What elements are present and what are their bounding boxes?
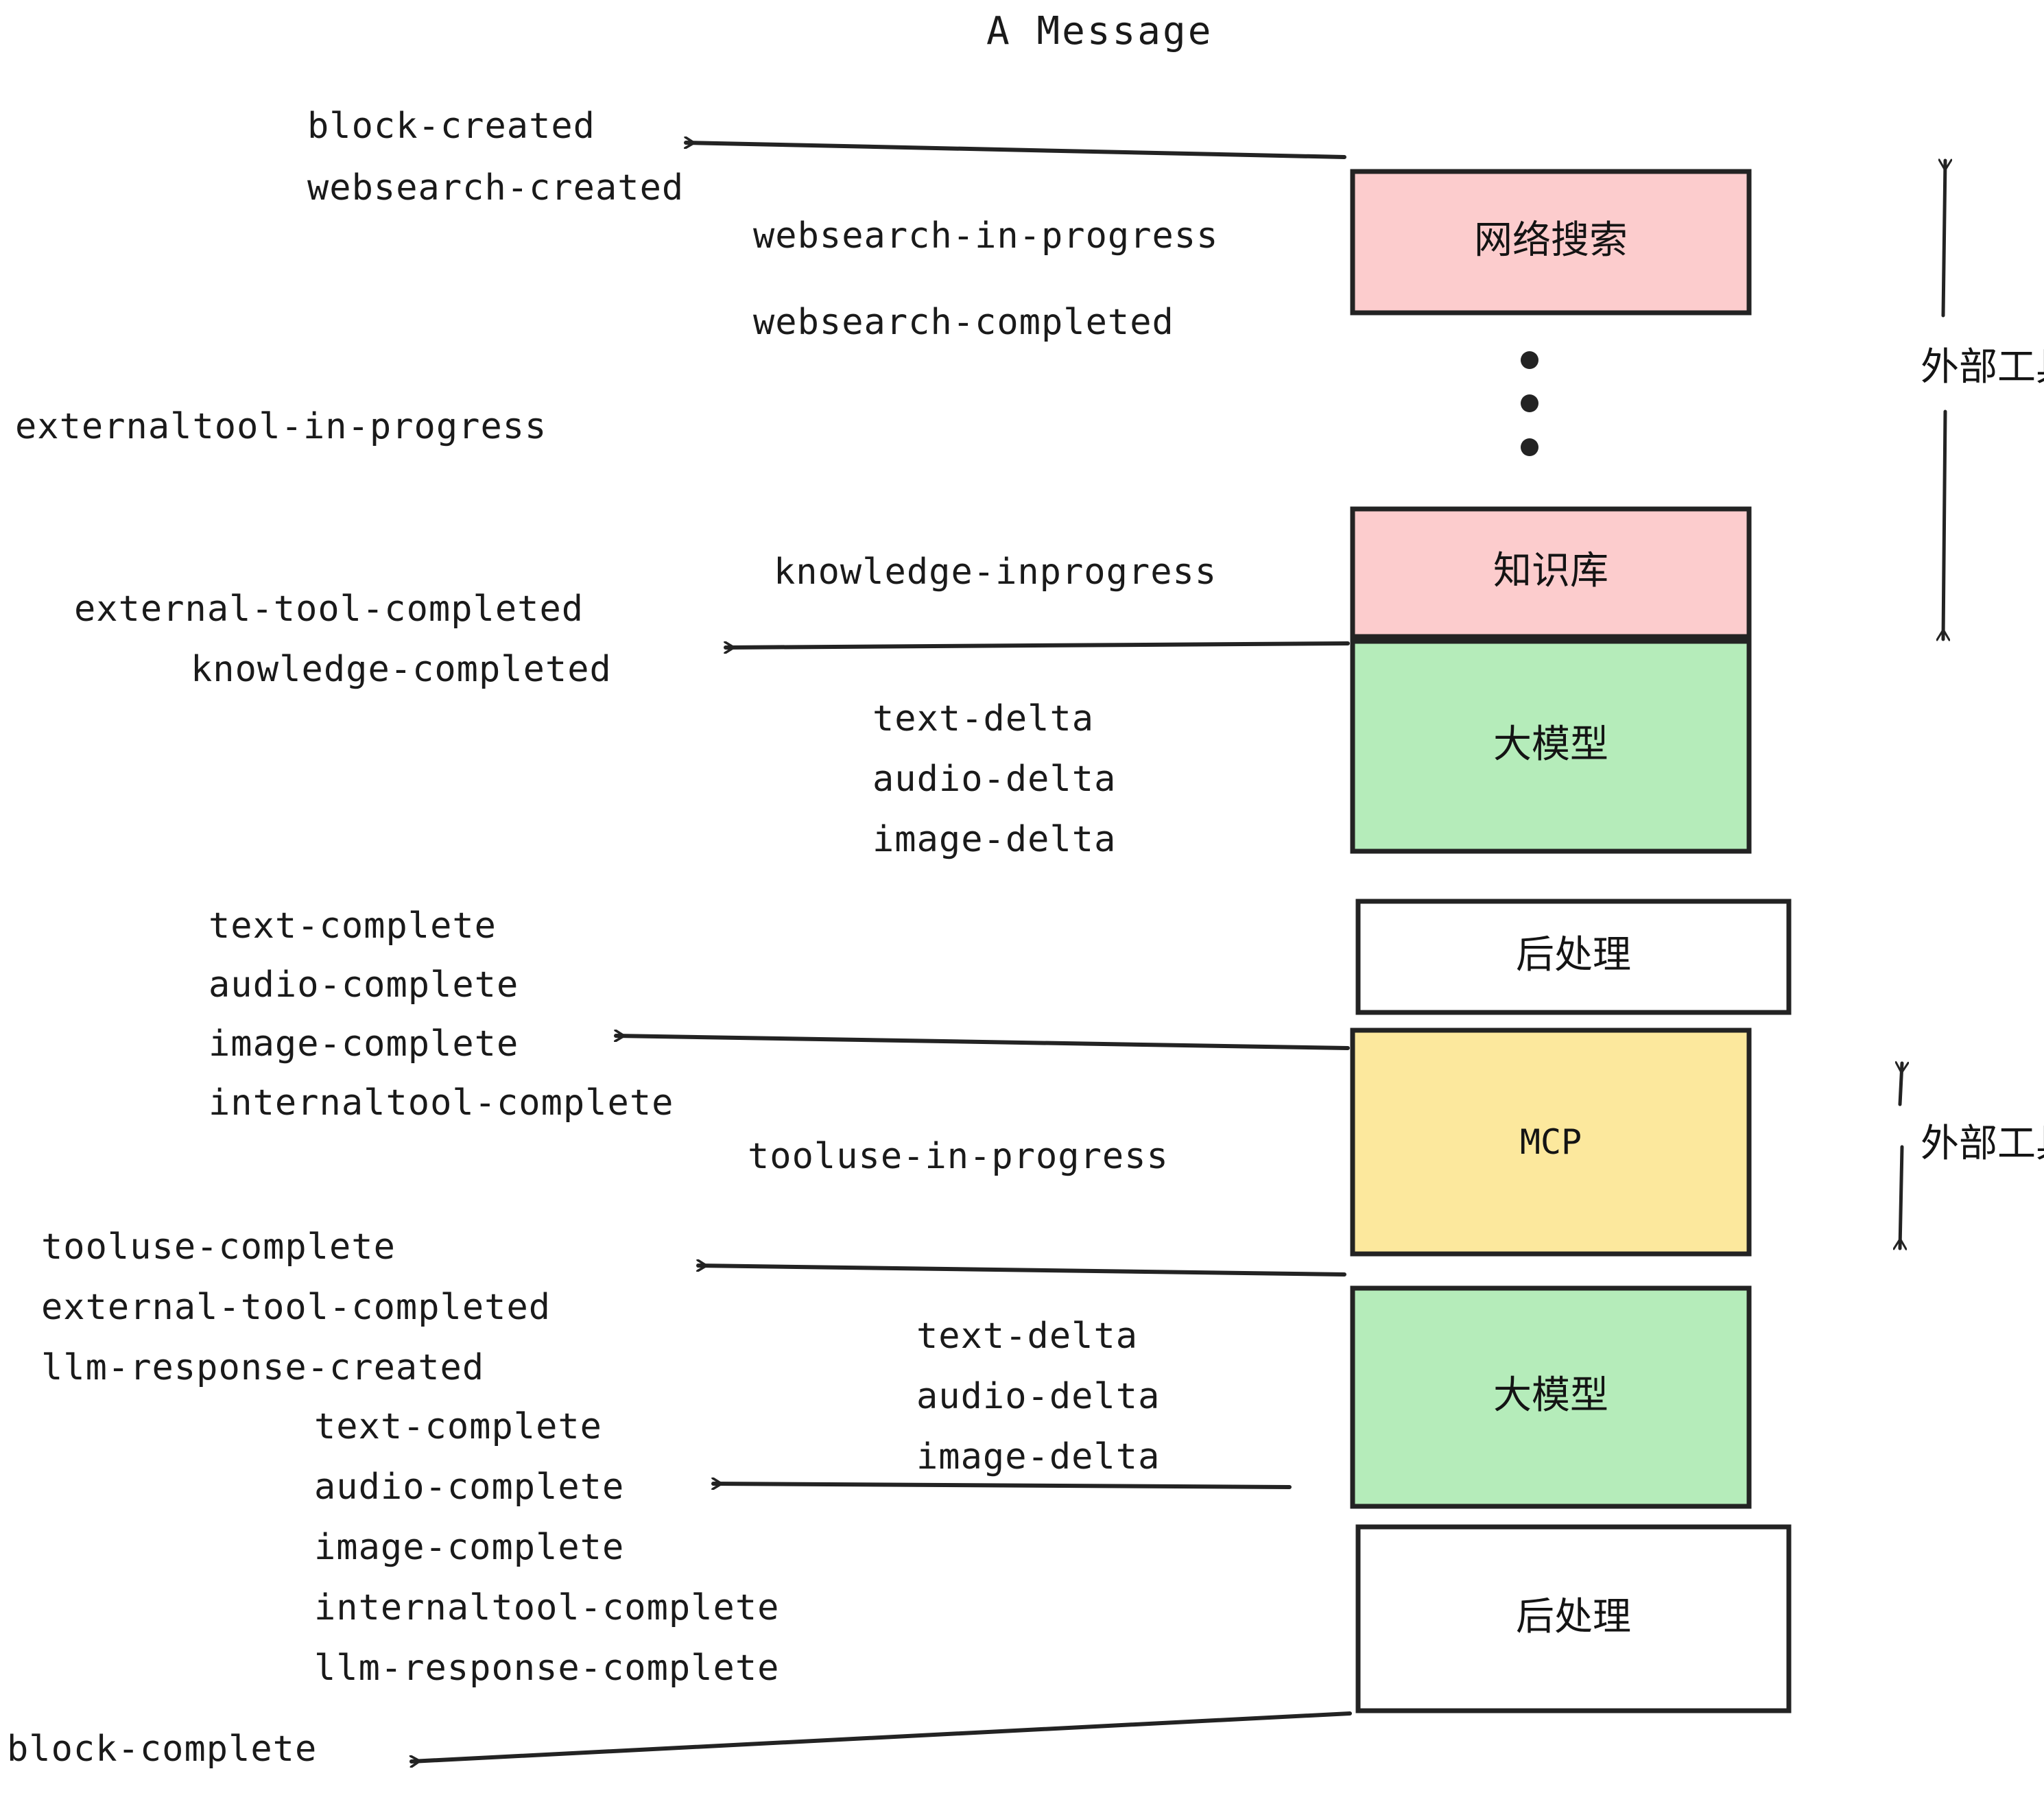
scope-arrow-top-down [1943,410,1945,639]
event-label-websearch-in-progress: websearch-in-progress [753,215,1219,257]
event-label-knowledge-inprogress: knowledge-inprogress [774,551,1217,593]
node-label-knowledge: 知识库 [1493,549,1608,593]
node-box-websearch [1350,169,1752,316]
node-label-websearch: 网络搜索 [1474,218,1628,263]
event-label-tooluse-in-progress: tooluse-in-progress [748,1136,1169,1177]
node-box-postprocess-1 [1355,899,1792,1015]
page-title: A Message [986,9,1213,54]
node-box-postprocess-2 [1355,1524,1792,1713]
arrow-block-complete [412,1711,1352,1761]
event-label-text-delta-1: text-delta [872,698,1095,739]
event-label-image-delta-2: image-delta [916,1436,1161,1477]
arrow-audio-complete [711,1484,1292,1487]
node-label-mcp: MCP [1519,1122,1582,1162]
event-label-internaltool-complete-1: internaltool-complete [209,1082,674,1124]
event-label-internaltool-complete-2: internaltool-complete [314,1587,780,1628]
side-label-external-tools-bottom: 外部工具 [1921,1121,2044,1166]
node-box-mcp [1350,1028,1752,1257]
event-label-audio-complete-2: audio-complete [314,1467,625,1508]
event-label-audio-complete-1: audio-complete [209,964,519,1006]
scope-arrows-group [1900,161,1945,1248]
scope-arrow-top-up [1943,161,1945,318]
node-boxes-group [1350,169,1792,1713]
event-label-websearch-completed: websearch-completed [753,302,1174,343]
node-box-llm-2 [1350,1285,1752,1509]
event-label-text-complete-1: text-complete [209,905,497,947]
node-label-postprocess-1: 后处理 [1516,933,1631,977]
side-label-external-tools-top: 外部工具 [1921,345,2044,390]
ellipsis-dot-2 [1521,394,1538,412]
event-label-audio-delta-1: audio-delta [872,759,1117,800]
ellipsis-dots-group [1521,351,1538,456]
node-label-llm-2: 大模型 [1493,1373,1608,1418]
event-label-knowledge-completed: knowledge-completed [191,649,612,690]
event-label-llm-response-created: llm-response-created [41,1347,485,1388]
event-label-websearch-created: websearch-created [307,167,685,209]
ellipsis-dot-3 [1521,438,1538,456]
arrow-tooluse-complete [696,1266,1346,1277]
event-label-image-complete-2: image-complete [314,1527,625,1568]
event-label-tooluse-complete: tooluse-complete [41,1226,396,1268]
arrow-image-complete [614,1036,1350,1050]
scope-arrow-bottom-up [1900,1063,1902,1106]
event-label-external-tool-completed-2: external-tool-completed [41,1287,551,1328]
event-label-llm-response-complete: llm-response-complete [314,1648,780,1689]
node-label-llm-1: 大模型 [1493,722,1608,767]
event-label-text-complete-2: text-complete [314,1406,602,1447]
arrow-block-created [684,143,1346,159]
event-label-block-created: block-created [307,106,595,147]
ellipsis-dot-1 [1521,351,1538,369]
scope-arrow-bottom-down [1900,1145,1902,1248]
arrow-knowledge-completed [724,643,1350,648]
event-label-text-delta-2: text-delta [916,1316,1139,1357]
flow-arrows-group [412,143,1352,1761]
event-label-block-complete: block-complete [7,1729,318,1770]
event-label-externaltool-in-progress: externaltool-in-progress [15,406,547,447]
node-box-knowledge [1350,506,1752,639]
event-label-image-delta-1: image-delta [872,819,1117,860]
event-label-external-tool-completed-1: external-tool-completed [74,589,584,630]
event-label-image-complete-1: image-complete [209,1023,519,1065]
node-label-postprocess-2: 后处理 [1516,1595,1631,1639]
node-box-llm-1 [1350,639,1752,854]
event-label-audio-delta-2: audio-delta [916,1376,1161,1417]
